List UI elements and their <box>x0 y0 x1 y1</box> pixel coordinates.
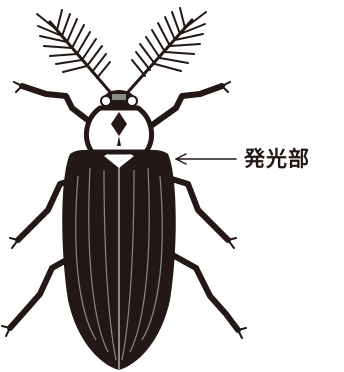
right-antenna <box>128 20 192 92</box>
right-front-leg <box>148 86 222 128</box>
pointer-arrow <box>176 154 236 164</box>
left-antenna-branches <box>37 10 110 78</box>
right-antenna-branches <box>132 8 206 76</box>
light-organ-label: 発光部 <box>244 149 310 170</box>
right-eye <box>127 96 137 106</box>
head-band <box>112 94 126 100</box>
left-eye <box>101 96 111 106</box>
